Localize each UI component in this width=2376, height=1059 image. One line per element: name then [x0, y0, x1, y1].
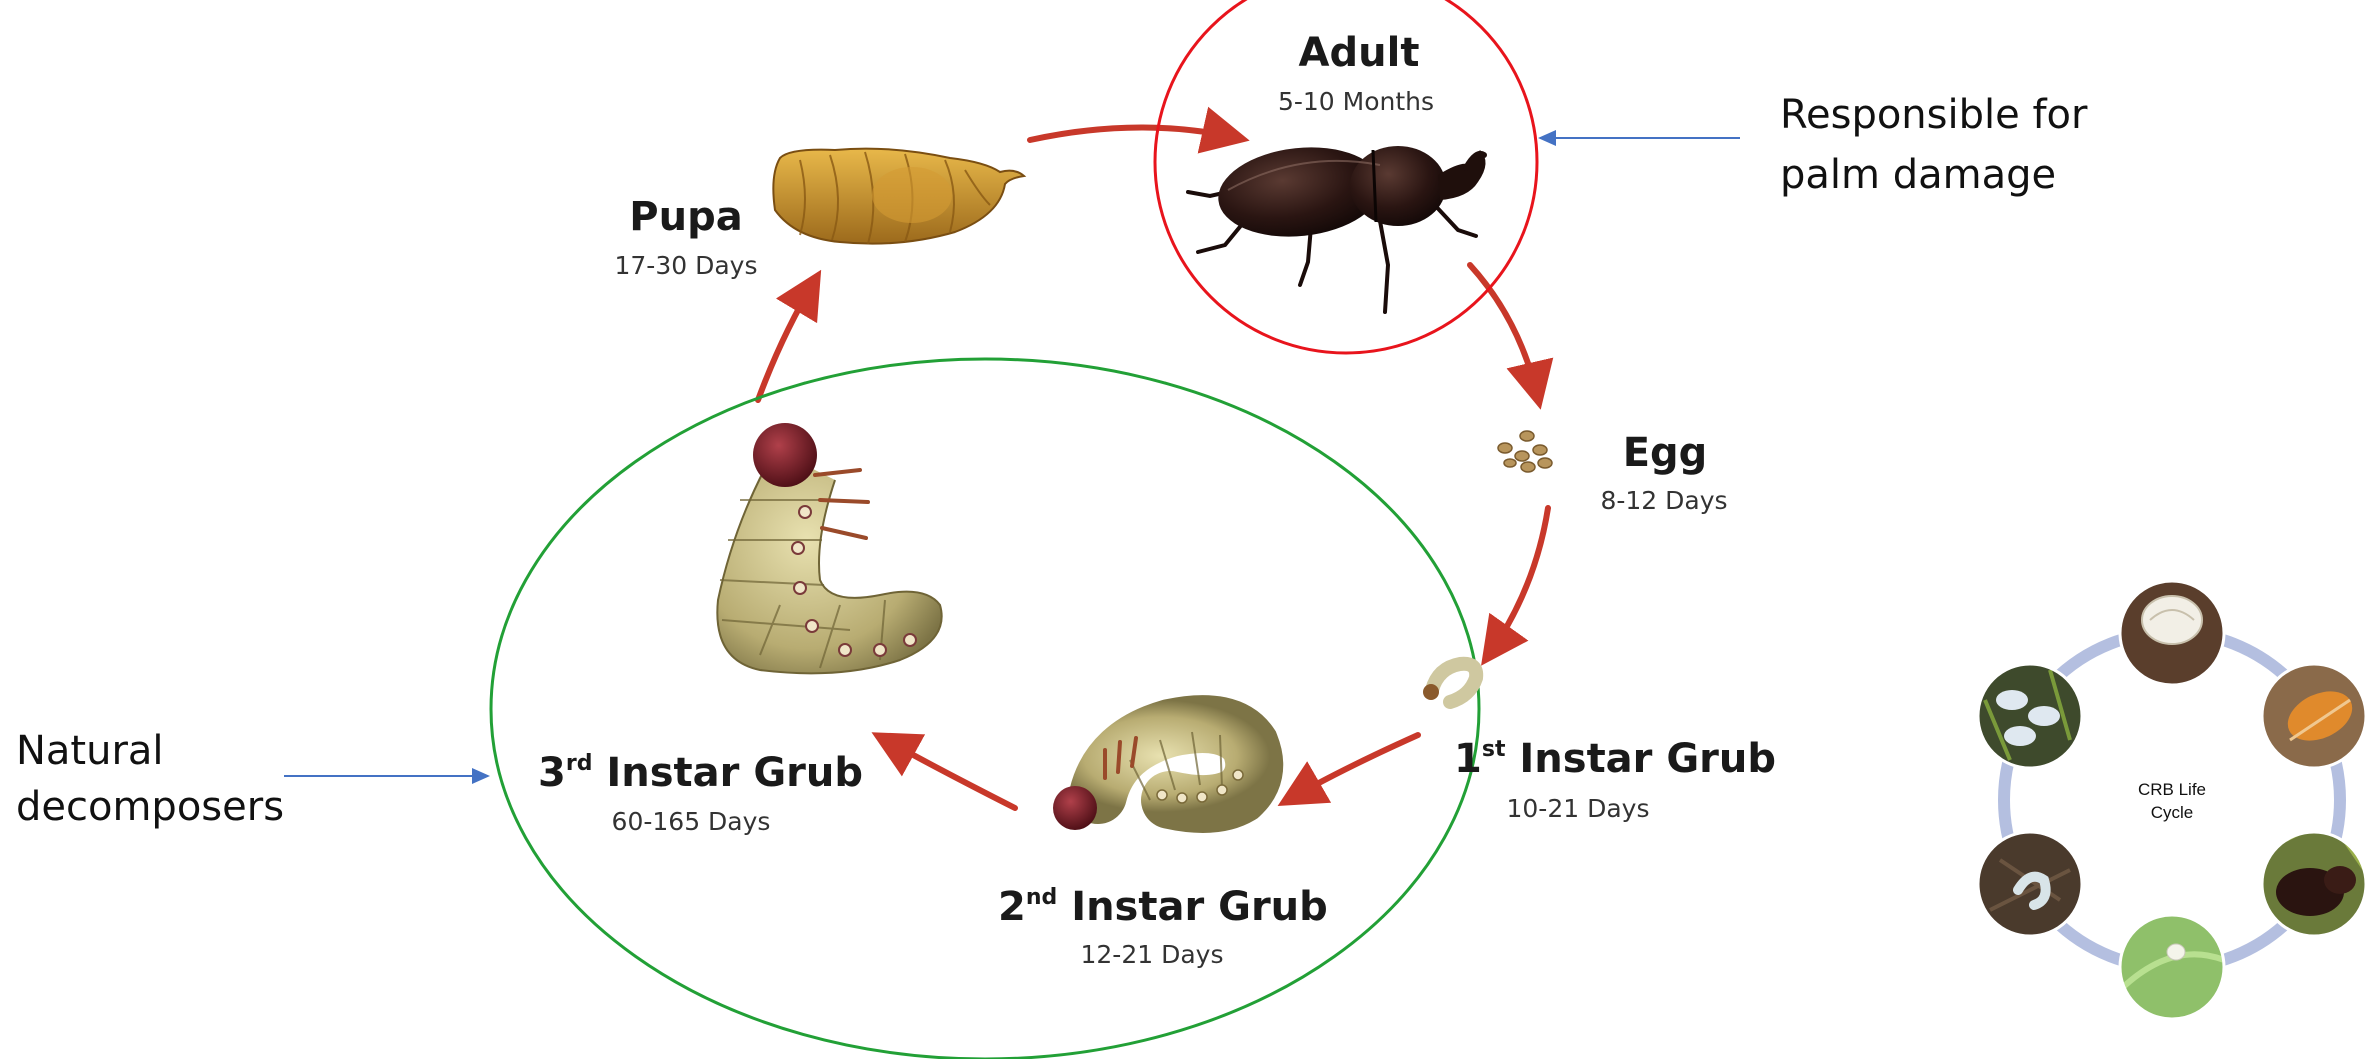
annotation-adult-line2: palm damage	[1780, 152, 2056, 198]
stage-duration-adult: 5-10 Months	[1278, 87, 1434, 116]
stage-duration-pupa: 17-30 Days	[615, 251, 758, 280]
egg-cluster-icon	[1498, 431, 1552, 472]
annotation-grub-line1: Natural	[16, 728, 164, 774]
annotation-adult-line1: Responsible for	[1780, 92, 2088, 138]
stage-name-egg: Egg	[1623, 430, 1708, 476]
beetle-icon	[1188, 140, 1486, 312]
stage-name-instar3: 3rd Instar Grub	[538, 750, 863, 796]
arrow-adult-to-egg	[1470, 265, 1538, 398]
mini-cycle-label-line2: Cycle	[2151, 803, 2194, 822]
arrow-egg-to-instar1	[1488, 508, 1548, 656]
arrow-instar1-to-instar2	[1288, 735, 1418, 800]
pupa-icon	[773, 149, 1024, 244]
stage-name-instar1: 1st Instar Grub	[1454, 736, 1776, 782]
grub-icon	[1053, 724, 1254, 830]
mini-life-cycle-inset: CRB Life Cycle	[1978, 581, 2366, 1019]
grub-icon	[1423, 664, 1476, 702]
stage-name-pupa: Pupa	[629, 194, 742, 240]
grub-icon	[717, 423, 941, 673]
grub-highlight-ellipse	[491, 359, 1479, 1059]
stage-name-adult: Adult	[1299, 30, 1420, 76]
stage-duration-egg: 8-12 Days	[1600, 486, 1727, 515]
stage-duration-instar2: 12-21 Days	[1081, 940, 1224, 969]
stage-duration-instar1: 10-21 Days	[1507, 794, 1650, 823]
stage-duration-instar3: 60-165 Days	[612, 807, 771, 836]
arrow-instar2-to-instar3	[882, 738, 1015, 808]
mini-cycle-label-line1: CRB Life	[2138, 780, 2206, 799]
annotation-grub-line2: decomposers	[16, 784, 284, 830]
stage-name-instar2: 2nd Instar Grub	[998, 884, 1328, 930]
arrow-pupa-to-adult	[1030, 127, 1238, 140]
